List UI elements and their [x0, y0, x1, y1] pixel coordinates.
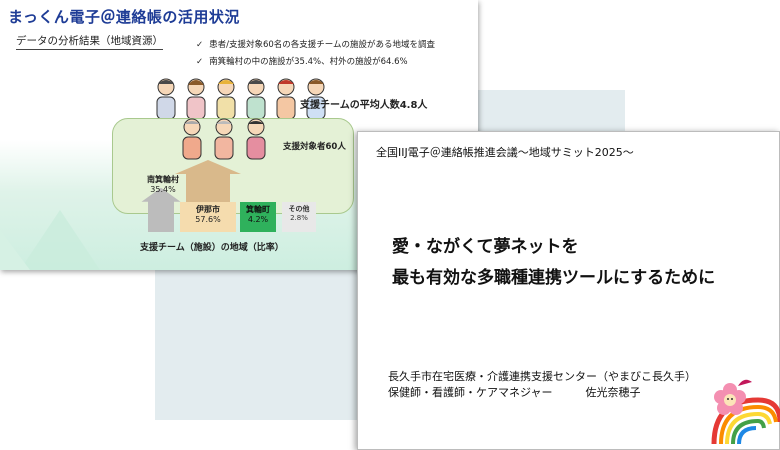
- person-icon: [276, 78, 296, 120]
- organization-name: 長久手市在宅医療・介護連携支援センター（やまびこ長久手）: [388, 370, 696, 383]
- main-title: 愛・ながくて夢ネットを 最も有効な多職種連携ツールにするために: [392, 232, 715, 294]
- slide1-subtitle: データの分析結果（地域資源）: [16, 33, 163, 50]
- bullet-1: ✓患者/支援対象60名の各支援チームの施設がある地域を調査: [196, 40, 436, 50]
- target-count-text: 支援対象者60人: [283, 142, 346, 152]
- person-icon: [306, 78, 326, 120]
- person-icon: [246, 118, 266, 160]
- bar-category: 伊那市: [196, 205, 220, 214]
- main-title-line-2: 最も有効な多職種連携ツールにするために: [392, 268, 716, 288]
- slide1-title: まっくん電子＠連絡帳の活用状況: [8, 8, 240, 26]
- presenter-name: 保健師・看護師・ケアマネジャー 佐光奈穂子: [388, 386, 641, 399]
- bar-category: その他: [288, 205, 310, 213]
- presenter-info: 長久手市在宅医療・介護連携支援センター（やまびこ長久手） 保健師・看護師・ケアマ…: [388, 369, 696, 401]
- bar-value: 2.8%: [290, 213, 308, 222]
- conference-header: 全国IIJ電子＠連絡帳推進会議～地域サミット2025～: [376, 146, 634, 159]
- person-icon: [182, 118, 202, 160]
- team-people-illustration: [152, 76, 330, 120]
- main-title-line-1: 愛・ながくて夢ネットを: [392, 237, 579, 257]
- check-icon: ✓: [196, 57, 204, 67]
- bar-value: 57.6%: [195, 215, 221, 224]
- bar-1: [141, 187, 181, 232]
- person-icon: [186, 78, 206, 120]
- person-icon: [246, 78, 266, 120]
- slide-main-title[interactable]: 全国IIJ電子＠連絡帳推進会議～地域サミット2025～ 愛・ながくて夢ネットを …: [357, 131, 780, 450]
- bar-value: 4.2%: [247, 215, 269, 224]
- bar-category: 南箕輪村: [147, 175, 179, 184]
- bar-category: 箕輪町: [246, 205, 270, 214]
- bullet-2: ✓南箕輪村の中の施設が35.4%、村外の施設が64.6%: [196, 57, 408, 67]
- check-icon: ✓: [196, 40, 204, 50]
- person-icon: [214, 118, 234, 160]
- target-people-illustration: [178, 116, 270, 160]
- chart-caption: 支援チーム（施設）の地域（比率）: [140, 243, 284, 253]
- mascot-logo: [711, 379, 780, 444]
- bar-value: 35.4%: [150, 185, 176, 194]
- person-icon: [216, 78, 236, 120]
- team-average-text: 支援チームの平均人数4.8人: [300, 100, 428, 111]
